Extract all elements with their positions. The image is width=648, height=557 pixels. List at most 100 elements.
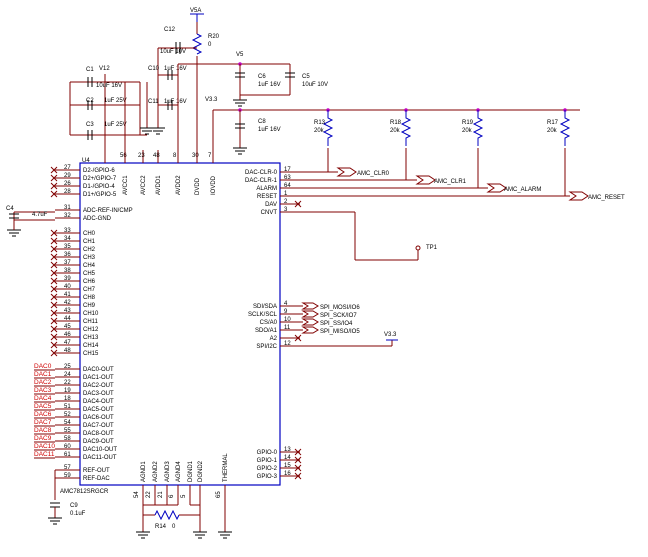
rail-v33-top: V3.3 bbox=[205, 97, 218, 103]
net-flag-reset bbox=[568, 191, 589, 201]
r13-ref: R13 bbox=[314, 120, 326, 126]
left-pin-name: CH12 bbox=[83, 327, 99, 333]
right-pin-number: 12 bbox=[284, 341, 291, 347]
right-pin-name: DAV bbox=[265, 202, 277, 208]
left-pin-name: CH3 bbox=[83, 255, 96, 261]
left-pin-name: ADC-GND bbox=[83, 216, 112, 222]
left-pin-number: 18 bbox=[64, 396, 71, 402]
left-pin-number: 25 bbox=[64, 364, 71, 370]
left-pin-number: 37 bbox=[64, 260, 71, 266]
left-pin-number: 52 bbox=[64, 412, 71, 418]
bottom-pin-name: AGND4 bbox=[176, 461, 182, 482]
ic-ref: U4 bbox=[82, 158, 90, 164]
net-mosi: SPI_MOSI/IO6 bbox=[320, 305, 360, 311]
r19-ref: R19 bbox=[462, 120, 474, 126]
rail-v33-spi: V3.3 bbox=[384, 332, 397, 338]
c8-value: 1uF 16V bbox=[258, 127, 281, 133]
left-pin-name: CH11 bbox=[83, 319, 99, 325]
right-pin-number: 17 bbox=[284, 167, 291, 173]
right-pin-name: GPIO-2 bbox=[257, 466, 278, 472]
left-pin-name: DAC4-OUT bbox=[83, 399, 114, 405]
r18-value: 20k bbox=[390, 128, 401, 134]
left-pin-name: DAC1-OUT bbox=[83, 375, 114, 381]
left-pin-name: CH7 bbox=[83, 287, 96, 293]
left-pin-name: CH15 bbox=[83, 351, 99, 357]
right-pin-number: 16 bbox=[284, 471, 291, 477]
rail-v12: V12 bbox=[99, 66, 110, 72]
c12-ref: C12 bbox=[164, 27, 176, 33]
left-pin-name: DAC9-OUT bbox=[83, 439, 114, 445]
left-pin-number: 27 bbox=[64, 165, 71, 171]
c11-value: 1uF 16V bbox=[164, 99, 187, 105]
left-pin-number: 45 bbox=[64, 324, 71, 330]
c1-value: 10uF 16V bbox=[96, 83, 122, 89]
dac-net-label: DAC1 bbox=[34, 371, 52, 378]
right-pin-name: DAC-CLR-1 bbox=[245, 178, 278, 184]
c5-ref: C5 bbox=[302, 74, 310, 80]
rail-v5a: V5A bbox=[190, 8, 201, 14]
testpoint-tp1 bbox=[415, 245, 421, 251]
dac-label-group: DAC0DAC1DAC2DAC3DAC4DAC5DAC6DAC7DAC8DAC9… bbox=[34, 363, 55, 459]
r19-value: 20k bbox=[462, 128, 473, 134]
dac-net-label: DAC5 bbox=[34, 403, 52, 410]
left-pin-number: 22 bbox=[64, 380, 71, 386]
left-pin-name: CH1 bbox=[83, 239, 96, 245]
bottom-pin-name: DGND1 bbox=[188, 460, 194, 482]
net-flag-clr1 bbox=[415, 175, 436, 185]
right-pin-number: 3 bbox=[284, 207, 288, 213]
left-pin-name: REF-OUT bbox=[83, 468, 110, 474]
c10-value: 1uF 16V bbox=[164, 66, 187, 72]
net-flag-alarm bbox=[486, 183, 507, 193]
pullup-r18: R18 20k bbox=[390, 108, 412, 146]
top-pin-name: AVDD2 bbox=[176, 175, 182, 195]
left-pin-name: DAC7-OUT bbox=[83, 423, 114, 429]
net-alarm: AMC_ALARM bbox=[504, 187, 541, 193]
left-pin-number: 26 bbox=[64, 181, 71, 187]
bottom-pin-number: 6 bbox=[169, 494, 175, 498]
right-pin-name: SDO/A1 bbox=[255, 328, 278, 334]
right-pin-name: CS/A0 bbox=[260, 320, 278, 326]
left-pin-name: DAC10-OUT bbox=[83, 447, 117, 453]
right-pin-name: GPIO-1 bbox=[257, 458, 278, 464]
bottom-pin-number: 54 bbox=[134, 491, 140, 498]
right-pin-number: 13 bbox=[284, 447, 291, 453]
bottom-pin-number: 21 bbox=[158, 491, 164, 498]
bottom-pin-number: 65 bbox=[216, 491, 222, 498]
right-pin-number: 15 bbox=[284, 463, 291, 469]
left-pin-number: 51 bbox=[64, 404, 71, 410]
bottom-pin-number: 22 bbox=[146, 491, 152, 498]
net-reset: AMC_RESET bbox=[588, 195, 625, 201]
dac-net-label: DAC6 bbox=[34, 411, 52, 418]
c5-value: 10uF 10V bbox=[302, 82, 328, 88]
right-pin-name: GPIO-0 bbox=[257, 450, 278, 456]
pullup-r17: R17 20k bbox=[547, 108, 571, 146]
pullup-r19: R19 20k bbox=[462, 108, 484, 146]
left-pin-name: CH13 bbox=[83, 335, 99, 341]
dac-net-label: DAC4 bbox=[34, 395, 52, 402]
left-pin-name: DAC2-OUT bbox=[83, 383, 114, 389]
c3-ref: C3 bbox=[86, 122, 94, 128]
top-pin-number: 23 bbox=[138, 153, 145, 159]
left-pin-number: 44 bbox=[64, 316, 71, 322]
left-pin-number: 28 bbox=[64, 189, 71, 195]
r17-ref: R17 bbox=[547, 120, 559, 126]
top-pin-number: 30 bbox=[192, 153, 199, 159]
c2-value: 1uF 25V bbox=[104, 98, 127, 104]
top-pin-number: 56 bbox=[120, 153, 127, 159]
net-flag-clr0 bbox=[336, 167, 357, 177]
r13-value: 20k bbox=[314, 128, 325, 134]
c9-value: 0.1uF bbox=[70, 511, 86, 517]
left-pin-name: CH14 bbox=[83, 343, 99, 349]
left-pin-name: D2-/GPIO-6 bbox=[83, 168, 115, 174]
left-pin-number: 55 bbox=[64, 428, 71, 434]
top-pin-number: 48 bbox=[153, 153, 160, 159]
pullup-r13: R13 20k bbox=[314, 108, 334, 146]
left-pin-name: REF-DAC bbox=[83, 476, 110, 482]
left-pin-name: D1+/GPIO-5 bbox=[83, 192, 117, 198]
c1-ref: C1 bbox=[86, 67, 94, 73]
left-pin-name: CH2 bbox=[83, 247, 96, 253]
left-pin-number: 32 bbox=[64, 213, 71, 219]
c2-ref: C2 bbox=[86, 98, 94, 104]
top-pin-name: DVDD bbox=[195, 177, 201, 195]
